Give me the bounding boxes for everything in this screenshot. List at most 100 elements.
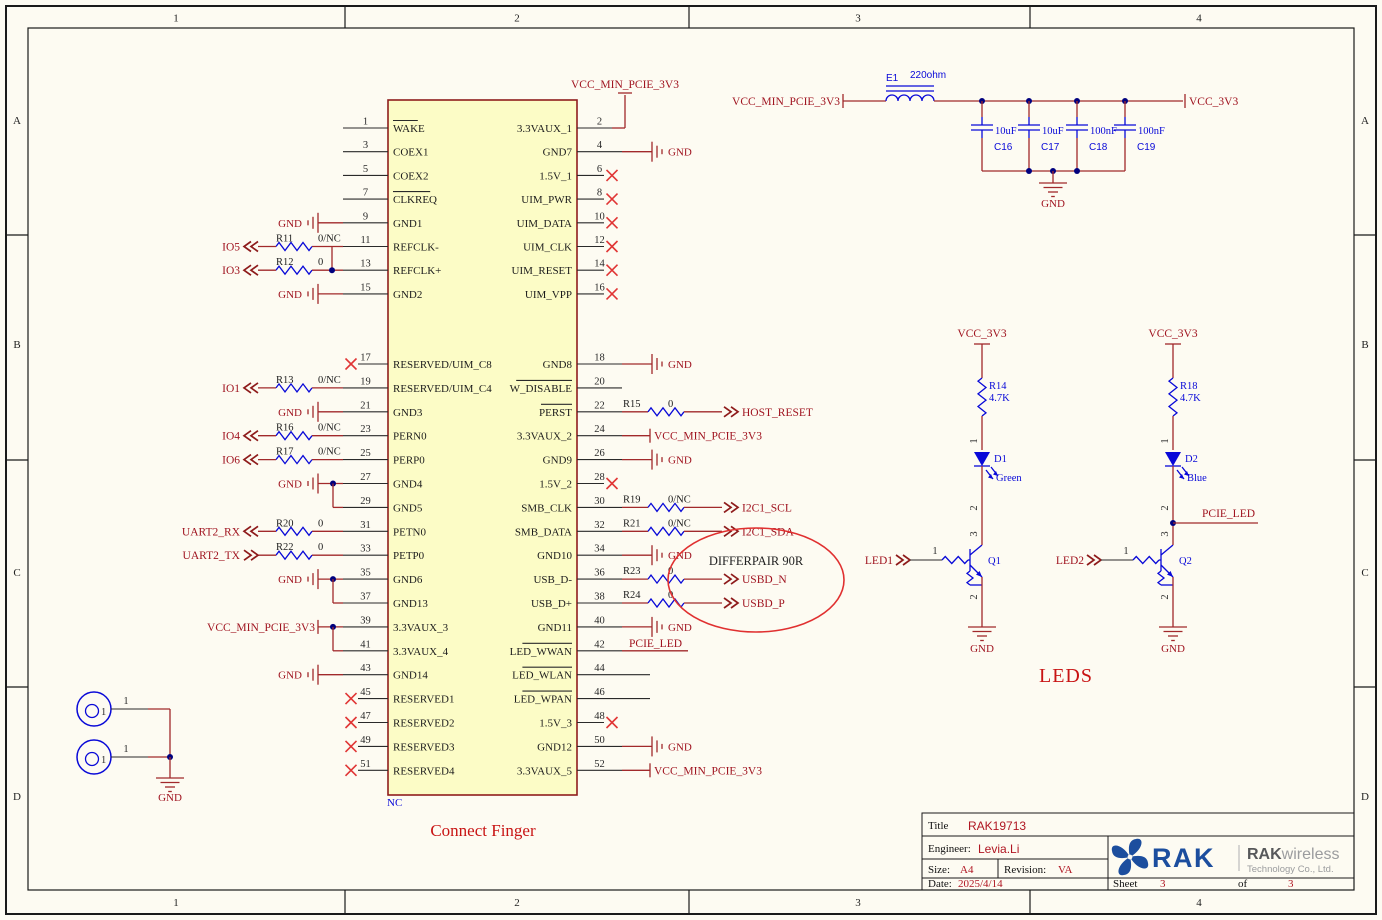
svg-text:IO4: IO4 xyxy=(222,431,240,443)
resistor-symbol xyxy=(275,382,313,393)
svg-text:R13: R13 xyxy=(276,375,294,386)
svg-text:19: 19 xyxy=(360,376,371,387)
resistor-symbol xyxy=(1156,570,1166,586)
net-port-chevrons xyxy=(242,264,252,276)
svg-text:3.3VAUX_3: 3.3VAUX_3 xyxy=(393,622,449,634)
net-port-chevrons xyxy=(249,430,259,442)
svg-text:LED1: LED1 xyxy=(865,555,893,567)
svg-text:43: 43 xyxy=(360,663,371,674)
svg-text:USB_D+: USB_D+ xyxy=(531,598,572,610)
svg-text:I2C1_SCL: I2C1_SCL xyxy=(742,502,792,514)
pin-28: 281.5V_2 xyxy=(539,472,619,491)
svg-text:2: 2 xyxy=(597,117,602,128)
resistor-symbol xyxy=(647,574,685,585)
resistor-symbol xyxy=(275,526,313,537)
svg-text:12: 12 xyxy=(594,235,605,246)
svg-text:GND: GND xyxy=(1041,198,1065,210)
svg-text:GND: GND xyxy=(278,289,302,301)
sheet-frame: 1 2 3 4 1 2 3 4 A B C D A B C D xyxy=(5,5,1377,915)
svg-text:RESERVED1: RESERVED1 xyxy=(393,694,454,706)
svg-text:RESERVED3: RESERVED3 xyxy=(393,741,455,753)
svg-text:13: 13 xyxy=(360,259,371,270)
svg-text:9: 9 xyxy=(363,211,368,222)
svg-text:R23: R23 xyxy=(623,566,641,577)
svg-text:32: 32 xyxy=(594,520,605,531)
svg-text:SMB_CLK: SMB_CLK xyxy=(521,502,572,514)
svg-text:42: 42 xyxy=(594,639,605,650)
svg-text:1.5V_2: 1.5V_2 xyxy=(539,479,572,491)
svg-text:SMB_DATA: SMB_DATA xyxy=(515,526,572,538)
svg-text:GND4: GND4 xyxy=(393,479,423,491)
resistor-symbol xyxy=(275,241,313,252)
net-port-chevrons xyxy=(242,525,252,537)
svg-text:UIM_PWR: UIM_PWR xyxy=(521,194,572,206)
title-value: RAK19713 xyxy=(968,819,1026,833)
resistor-symbol xyxy=(275,454,313,465)
svg-text:GND8: GND8 xyxy=(543,359,573,371)
zone-col-4b: 4 xyxy=(1196,897,1202,909)
svg-text:10uF: 10uF xyxy=(995,126,1017,137)
junction-dot xyxy=(329,267,335,274)
net-port-chevrons xyxy=(895,554,905,566)
svg-text:0: 0 xyxy=(668,399,673,410)
svg-text:30: 30 xyxy=(594,496,605,507)
svg-text:0/NC: 0/NC xyxy=(318,375,341,386)
svg-text:CLKREQ: CLKREQ xyxy=(393,194,437,206)
generated-schematic: 1WAKE3COEX15COEX27CLKREQ9GND1GND11REFCLK… xyxy=(76,70,1258,804)
svg-text:3.3VAUX_2: 3.3VAUX_2 xyxy=(517,431,572,443)
net-port-chevrons xyxy=(730,525,740,537)
svg-text:GND10: GND10 xyxy=(537,550,572,562)
hole-pad xyxy=(84,751,100,767)
svg-text:COEX1: COEX1 xyxy=(393,147,428,159)
svg-text:R24: R24 xyxy=(623,590,641,601)
svg-text:GND: GND xyxy=(278,670,302,682)
svg-text:UIM_CLK: UIM_CLK xyxy=(523,242,572,254)
net-port-chevrons xyxy=(723,573,733,585)
resistor-symbol xyxy=(275,430,313,441)
svg-text:GND1: GND1 xyxy=(393,218,422,230)
svg-text:RESERVED2: RESERVED2 xyxy=(393,718,454,730)
svg-text:UIM_RESET: UIM_RESET xyxy=(512,265,573,277)
svg-text:Blue: Blue xyxy=(1187,473,1207,484)
differpair-label: DIFFERPAIR 90R xyxy=(709,554,804,568)
svg-text:LED2: LED2 xyxy=(1056,555,1084,567)
svg-text:52: 52 xyxy=(594,759,605,770)
svg-text:REFCLK+: REFCLK+ xyxy=(393,265,441,277)
net-port-chevrons xyxy=(723,501,733,514)
net-port-chevrons xyxy=(250,549,260,561)
resistor-symbol xyxy=(647,526,685,537)
svg-text:REFCLK-: REFCLK- xyxy=(393,242,439,254)
zone-col-1b: 1 xyxy=(173,897,179,909)
sheet-label: Sheet xyxy=(1113,878,1137,890)
net-port-chevrons xyxy=(723,406,733,418)
svg-text:LED_WWAN: LED_WWAN xyxy=(510,646,572,658)
svg-text:46: 46 xyxy=(594,687,605,698)
sheet-total-value: 3 xyxy=(1288,878,1294,890)
svg-text:34: 34 xyxy=(594,544,605,555)
svg-text:GND14: GND14 xyxy=(393,670,428,682)
net-port-chevrons xyxy=(242,453,252,466)
led-symbol xyxy=(974,452,990,466)
title-block: Title RAK19713 Engineer: Levia.Li Size: … xyxy=(921,812,1355,891)
svg-text:USBD_P: USBD_P xyxy=(742,598,785,610)
revision-label: Revision: xyxy=(1004,864,1046,876)
svg-text:GND6: GND6 xyxy=(393,574,423,586)
net-port-chevrons xyxy=(242,240,252,253)
svg-text:10: 10 xyxy=(594,211,605,222)
svg-text:GND5: GND5 xyxy=(393,502,423,514)
